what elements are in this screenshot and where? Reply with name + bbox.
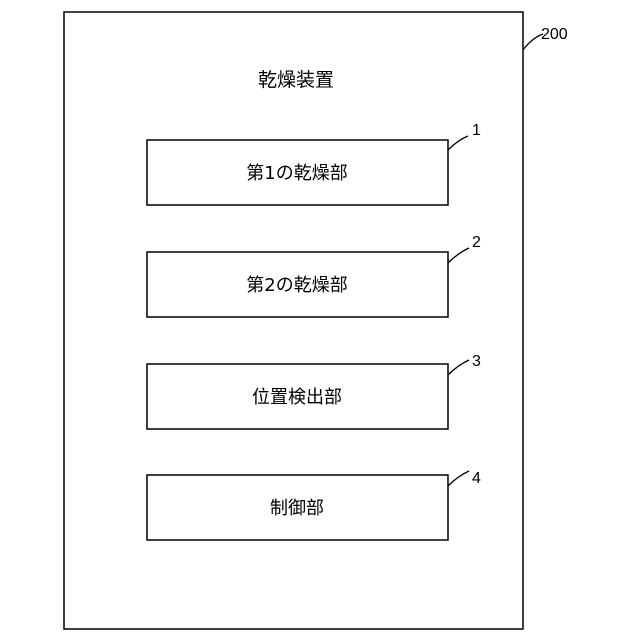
unit-ref-leader: [448, 248, 469, 263]
unit-1: 第1の乾燥部 1: [147, 122, 481, 205]
unit-ref-label: 3: [472, 353, 481, 370]
unit-label: 位置検出部: [252, 387, 342, 408]
device-ref-leader: [523, 34, 543, 50]
unit-label: 第1の乾燥部: [246, 163, 347, 184]
device-frame: [64, 12, 523, 629]
unit-ref-leader: [448, 136, 468, 150]
device-ref-label: 200: [541, 26, 568, 43]
device-title: 乾燥装置: [258, 69, 334, 91]
unit-label: 第2の乾燥部: [246, 275, 347, 296]
unit-ref-leader: [448, 471, 469, 486]
unit-4: 制御部 4: [147, 470, 481, 540]
unit-ref-label: 1: [472, 122, 481, 139]
unit-ref-leader: [448, 360, 469, 375]
unit-label: 制御部: [270, 498, 324, 519]
unit-2: 第2の乾燥部 2: [147, 234, 481, 317]
unit-ref-label: 2: [472, 234, 481, 251]
unit-3: 位置検出部 3: [147, 353, 481, 429]
unit-ref-label: 4: [472, 470, 481, 487]
